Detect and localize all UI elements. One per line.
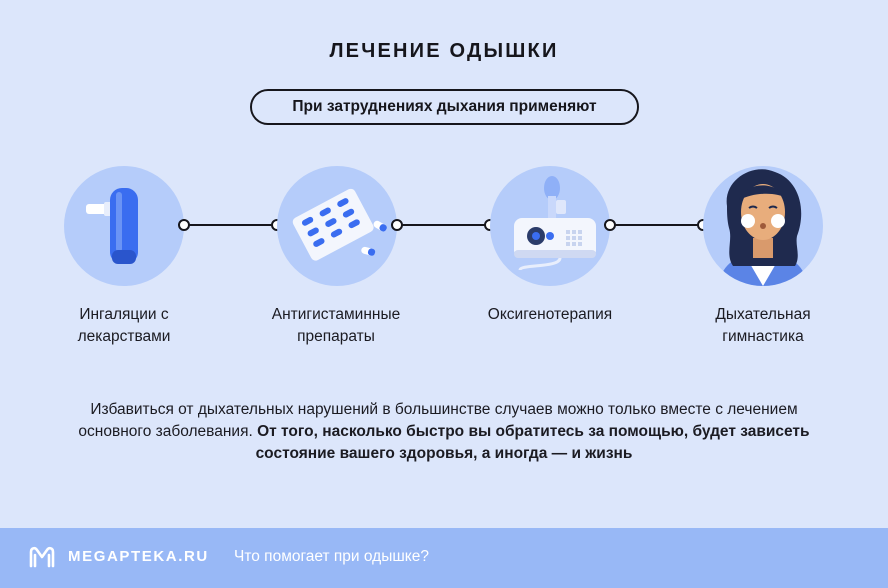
method-circle-oxygen bbox=[490, 166, 610, 286]
nebulizer-icon bbox=[514, 176, 596, 272]
footer-bar: MEGAPTEKA.RU Что помогает при одышке? bbox=[0, 528, 888, 588]
method-circle-antihistamine bbox=[277, 166, 397, 286]
megapteka-logo-icon[interactable] bbox=[29, 546, 55, 568]
method-label-oxygen: Оксигенотерапия bbox=[487, 306, 613, 323]
subtitle-pill: При затруднениях дыхания применяют bbox=[250, 89, 639, 125]
description-bold: От того, насколько быстро вы обратитесь … bbox=[255, 423, 810, 462]
pills-icon bbox=[292, 188, 387, 261]
breathing-woman-icon bbox=[719, 169, 807, 286]
connector-1 bbox=[178, 219, 283, 231]
connector-3 bbox=[604, 219, 709, 231]
inhaler-icon bbox=[86, 188, 138, 264]
description-text: Избавиться от дыхательных нарушений в бо… bbox=[60, 399, 828, 465]
footer-tagline: Что помогает при одышке? bbox=[234, 548, 429, 565]
brand-name[interactable]: MEGAPTEKA.RU bbox=[68, 548, 209, 565]
page-title: ЛЕЧЕНИЕ ОДЫШКИ bbox=[329, 40, 559, 62]
description-regular: Избавиться от дыхательных нарушений в бо… bbox=[78, 401, 798, 440]
method-circle-inhalation bbox=[64, 166, 184, 286]
method-circle-gymnastics bbox=[703, 166, 823, 286]
connector-2 bbox=[391, 219, 496, 231]
